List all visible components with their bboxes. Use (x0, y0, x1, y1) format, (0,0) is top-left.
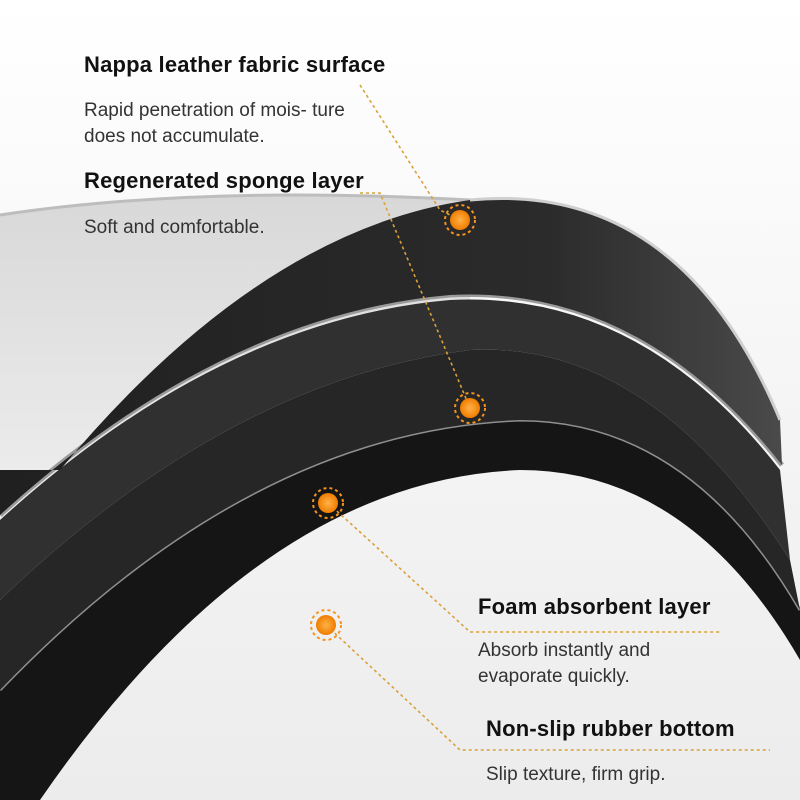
foam-absorbent-layer (0, 349, 800, 690)
sponge-layer (0, 299, 790, 600)
rubber-title: Non-slip rubber bottom (486, 716, 735, 741)
foam-title: Foam absorbent layer (478, 594, 711, 619)
foam-description: Absorb instantly and evaporate quickly. (478, 640, 651, 687)
nappa-title: Nappa leather fabric surface (84, 52, 386, 77)
sponge-title: Regenerated sponge layer (84, 168, 364, 193)
nappa-top-layer (0, 198, 782, 515)
rubber-bottom-edge (0, 418, 800, 692)
callout-dot-rubber (310, 609, 342, 641)
rubber-description: Slip texture, firm grip. (486, 764, 666, 785)
nappa-description: Rapid penetration of mois- ture does not… (84, 100, 345, 147)
leader-line-rubber (325, 624, 770, 751)
sponge-description: Soft and comfortable. (84, 217, 265, 238)
callout-dots (310, 204, 486, 641)
callout-dot-sponge (454, 392, 486, 424)
gray-fabric-edge (0, 193, 471, 217)
leader-line-sponge (360, 192, 471, 409)
callout-dot-nappa (444, 204, 476, 236)
nappa-top-highlight (469, 197, 782, 421)
callout-dot-foam (312, 487, 344, 519)
rubber-bottom-layer (0, 420, 800, 800)
